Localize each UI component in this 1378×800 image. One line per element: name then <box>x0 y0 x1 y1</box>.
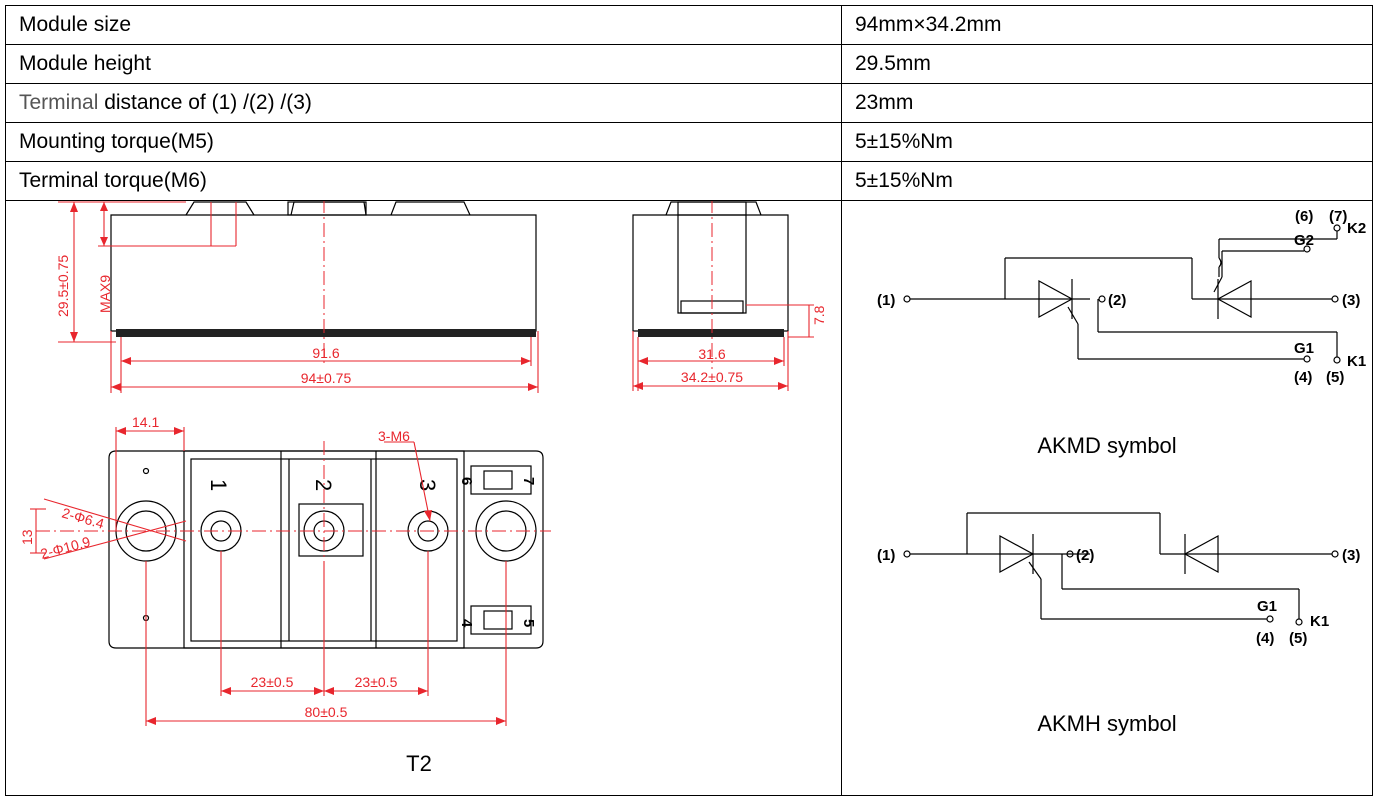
akmd-k2: K2 <box>1347 220 1366 237</box>
dim-side-inner: 31.6 <box>698 346 725 362</box>
spec-label: Module height <box>5 44 842 84</box>
akmh-t5: (5) <box>1289 630 1307 647</box>
aux-5: 5 <box>520 619 537 627</box>
dim-height: 29.5±0.75 <box>55 255 71 317</box>
akmh-t3: (3) <box>1342 547 1360 564</box>
dim-inner-length: 91.6 <box>312 345 339 361</box>
spec-label: Terminal torque(M6) <box>5 161 842 201</box>
dim-pitch-2: 23±0.5 <box>355 674 398 690</box>
dim-pitch-1: 23±0.5 <box>251 674 294 690</box>
spec-row-module-height: Module height 29.5mm <box>5 44 1373 84</box>
top-view: 6 7 4 5 1 2 3 <box>19 414 551 726</box>
akmh-caption: AKMH symbol <box>1037 711 1176 736</box>
outline-drawing: 29.5±0.75 MAX9 91.6 <box>19 201 827 776</box>
terminal-number-2: 2 <box>311 479 336 491</box>
spec-row-mounting-torque: Mounting torque(M5) 5±15%Nm <box>5 122 1373 162</box>
outline-drawing-cell: 29.5±0.75 MAX9 91.6 <box>5 200 842 796</box>
symbol-cell: (1) (2) (3) (4) (5) (6) (7) G1 K1 G2 K2 … <box>841 200 1373 796</box>
spec-value: 23mm <box>841 83 1373 123</box>
akmd-t1: (1) <box>877 292 895 309</box>
terminal-number-3: 3 <box>415 479 440 491</box>
spec-row-terminal-distance: Terminal distance of (1) /(2) /(3) 23mm <box>5 83 1373 123</box>
akmd-t7: (7) <box>1329 208 1347 225</box>
akmd-symbol: (1) (2) (3) (4) (5) (6) (7) G1 K1 G2 K2 … <box>877 208 1366 458</box>
spec-label: Module size <box>5 5 842 45</box>
akmh-g1: G1 <box>1257 598 1277 615</box>
akmd-g1: G1 <box>1294 340 1314 357</box>
dim-total-length: 94±0.75 <box>301 370 352 386</box>
dim-max9: MAX9 <box>97 275 113 313</box>
spec-value: 5±15%Nm <box>841 161 1373 201</box>
akmd-t4: (4) <box>1294 369 1312 386</box>
akmh-symbol: (1) (2) (3) (4) (5) G1 K1 AKMH symbol <box>877 512 1360 736</box>
akmh-t4: (4) <box>1256 630 1274 647</box>
akmh-t2: (2) <box>1076 547 1094 564</box>
dim-hole-2: 2-Φ10.9 <box>39 533 92 562</box>
spec-table: Module size 94mm×34.2mm Module height 29… <box>5 5 1373 796</box>
spec-value: 94mm×34.2mm <box>841 5 1373 45</box>
spec-label-prefix: Terminal <box>19 91 99 114</box>
akmd-t3: (3) <box>1342 292 1360 309</box>
aux-4: 4 <box>458 619 475 628</box>
terminal-number-1: 1 <box>206 479 231 491</box>
dim-side-total: 34.2±0.75 <box>681 369 743 385</box>
akmd-t5: (5) <box>1326 369 1344 386</box>
side-view: 7.8 31.6 34.2±0.75 <box>632 201 827 391</box>
dim-mount: 80±0.5 <box>305 704 348 720</box>
drawing-row: 29.5±0.75 MAX9 91.6 <box>5 200 1373 796</box>
spec-value: 29.5mm <box>841 44 1373 84</box>
spec-label: Terminal distance of (1) /(2) /(3) <box>5 83 842 123</box>
spec-value: 5±15%Nm <box>841 122 1373 162</box>
dim-offset: 14.1 <box>132 414 159 430</box>
spec-row-terminal-torque: Terminal torque(M6) 5±15%Nm <box>5 161 1373 201</box>
akmh-t1: (1) <box>877 547 895 564</box>
akmd-t6: (6) <box>1295 208 1313 225</box>
akmd-caption: AKMD symbol <box>1037 433 1176 458</box>
front-view: 29.5±0.75 MAX9 91.6 <box>55 201 539 393</box>
akmh-k1: K1 <box>1310 613 1329 630</box>
dim-hole-1: 2-Φ6.4 <box>60 505 106 532</box>
spec-label: Mounting torque(M5) <box>5 122 842 162</box>
spec-row-module-size: Module size 94mm×34.2mm <box>5 5 1373 45</box>
akmd-g2: G2 <box>1294 232 1314 249</box>
dim-hole-y: 13 <box>19 529 35 545</box>
aux-7: 7 <box>520 477 537 485</box>
akmd-k1: K1 <box>1347 353 1366 370</box>
dim-side-height: 7.8 <box>811 305 827 325</box>
package-label: T2 <box>406 751 432 776</box>
spec-label-rest: distance of (1) /(2) /(3) <box>98 91 312 114</box>
aux-6: 6 <box>458 477 475 485</box>
akmd-t2: (2) <box>1108 292 1126 309</box>
circuit-symbols: (1) (2) (3) (4) (5) (6) (7) G1 K1 G2 K2 … <box>877 208 1366 736</box>
dim-m6: 3-M6 <box>378 428 410 444</box>
